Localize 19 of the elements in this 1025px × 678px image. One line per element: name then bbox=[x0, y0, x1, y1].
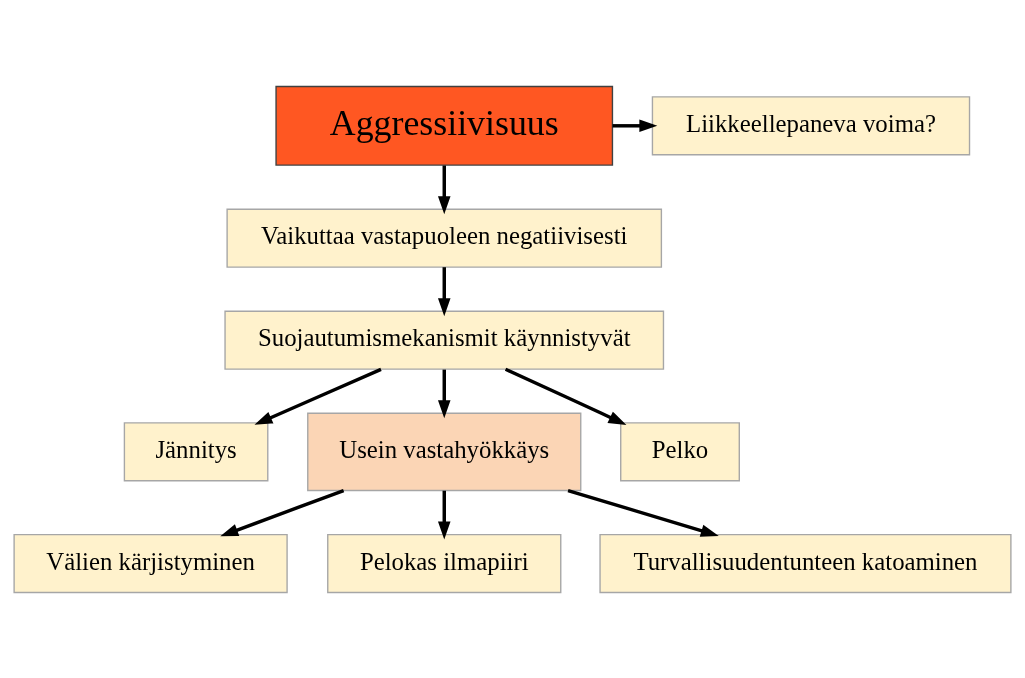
node-box: Turvallisuudentunteen katoaminen bbox=[599, 533, 1012, 593]
arrow bbox=[612, 119, 658, 132]
node-box: Vaikuttaa vastapuoleen negatiivisesti bbox=[226, 208, 663, 268]
arrow bbox=[437, 490, 451, 539]
node-box: Jännitys bbox=[123, 421, 269, 481]
arrow bbox=[437, 165, 451, 214]
node-box: Usein vastahyökkäys bbox=[307, 412, 582, 491]
node-box: Liikkeellepaneva voima? bbox=[651, 95, 971, 155]
arrow bbox=[567, 488, 719, 537]
arrow bbox=[437, 369, 451, 418]
arrow bbox=[220, 488, 345, 536]
node-box: Aggressiivisuus bbox=[275, 85, 614, 166]
arrow bbox=[504, 367, 627, 425]
node-box: Suojautumismekanismit käynnistyvät bbox=[224, 310, 665, 370]
arrow bbox=[437, 266, 451, 316]
node-box: Pelko bbox=[620, 421, 740, 481]
arrow bbox=[254, 367, 382, 425]
node-box: Välien kärjistyminen bbox=[13, 533, 288, 593]
node-box: Pelokas ilmapiiri bbox=[327, 533, 562, 593]
